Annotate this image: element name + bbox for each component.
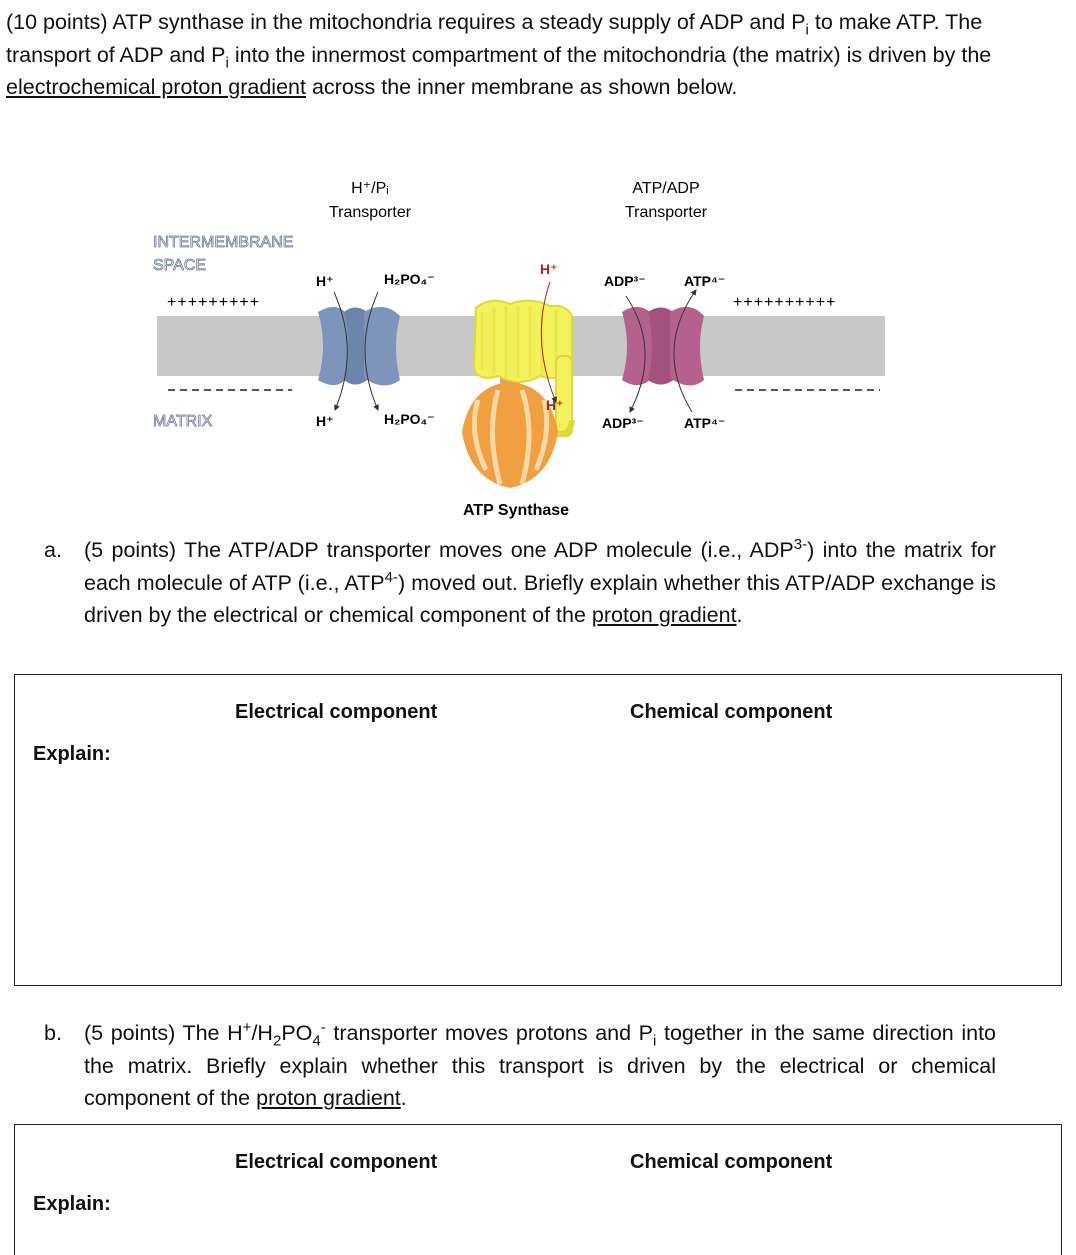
option-electrical-a[interactable]: Electrical component bbox=[235, 701, 438, 723]
matrix-label: MATRIX bbox=[153, 413, 213, 430]
adp-bottom: ADP³⁻ bbox=[602, 415, 644, 431]
hpi-transporter-title: H⁺/Pᵢ bbox=[351, 180, 389, 197]
atpadp-transporter-title: ATP/ADP bbox=[632, 180, 699, 197]
atp-synthase-protein bbox=[462, 299, 575, 488]
hplus-synthase-top: H⁺ bbox=[540, 261, 558, 277]
atp-top: ATP⁴⁻ bbox=[684, 273, 725, 289]
answer-box-b[interactable]: Electrical component Chemical component … bbox=[14, 1124, 1062, 1255]
explain-label-a: Explain: bbox=[33, 743, 111, 765]
hplus-top-left: H⁺ bbox=[316, 273, 334, 289]
answer-box-a[interactable]: Electrical component Chemical component … bbox=[14, 674, 1062, 986]
question-b-letter: b. bbox=[44, 1021, 62, 1045]
intro-paragraph: (10 points) ATP synthase in the mitochon… bbox=[6, 10, 992, 99]
question-a-text: (5 points) The ATP/ADP transporter moves… bbox=[84, 535, 996, 627]
option-chemical-b[interactable]: Chemical component bbox=[630, 1151, 833, 1173]
option-chemical-a[interactable]: Chemical component bbox=[630, 701, 833, 723]
intermembrane-label: INTERMEMBRANE bbox=[153, 234, 293, 251]
plus-signs-left: +++++++++ bbox=[167, 294, 260, 311]
atp-synthase-label: ATP Synthase bbox=[463, 502, 569, 519]
intermembrane-label-2: SPACE bbox=[153, 257, 206, 274]
question-b-underlined-term: proton gradient bbox=[256, 1086, 401, 1110]
option-electrical-b[interactable]: Electrical component bbox=[235, 1151, 438, 1173]
atp-bottom: ATP⁴⁻ bbox=[684, 415, 725, 431]
explain-label-b: Explain: bbox=[33, 1193, 111, 1215]
atpadp-transporter-protein bbox=[622, 306, 704, 386]
h2po4-bottom: H₂PO₄⁻ bbox=[384, 411, 435, 427]
membrane-diagram: INTERMEMBRANE SPACE MATRIX +++++++++ +++… bbox=[153, 180, 885, 519]
intro-underlined-term: electrochemical proton gradient bbox=[6, 75, 306, 99]
hpi-transporter-protein bbox=[318, 306, 400, 386]
h2po4-top: H₂PO₄⁻ bbox=[384, 271, 435, 287]
atpadp-transporter-title-2: Transporter bbox=[625, 204, 708, 221]
question-b-text: (5 points) The H+/H2PO4- transporter mov… bbox=[84, 1018, 997, 1110]
hplus-synthase-mid: H⁺ bbox=[546, 397, 564, 413]
hpi-transporter-title-2: Transporter bbox=[329, 204, 412, 221]
plus-signs-right: ++++++++++ bbox=[733, 294, 836, 311]
question-a-underlined-term: proton gradient bbox=[591, 603, 737, 627]
hplus-bottom-left: H⁺ bbox=[316, 413, 334, 429]
adp-top: ADP³⁻ bbox=[604, 273, 646, 289]
question-a-letter: a. bbox=[44, 538, 62, 562]
